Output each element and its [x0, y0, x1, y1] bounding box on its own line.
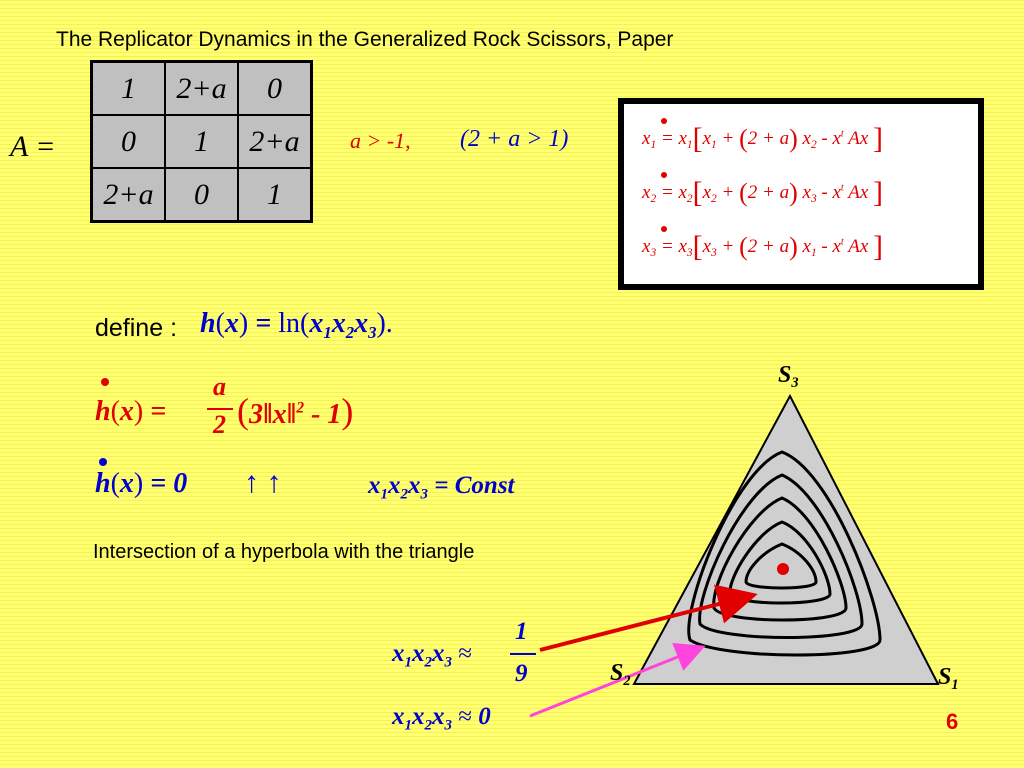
page-number: 6	[946, 709, 959, 734]
annotation-one-ninth: x1x2x3 ≈	[392, 640, 472, 671]
define-word: define :	[95, 314, 178, 342]
hdot-zero-equation: h(x) = 0	[95, 458, 187, 500]
matrix-cell: 2+a	[164, 60, 239, 116]
replicator-equations-box: x1 = x1[x1 + (2 + a) x2 - xt Ax ] x2 = x…	[618, 98, 984, 290]
level-curve	[687, 450, 882, 657]
condition-paren: (2 + a > 1)	[460, 126, 569, 152]
condition-main: a > -1,	[350, 128, 411, 153]
slide-title: The Replicator Dynamics in the Generaliz…	[56, 28, 674, 51]
arrow-one-ninth	[539, 584, 758, 652]
matrix-cell: 0	[164, 167, 239, 223]
fraction-bar	[510, 653, 536, 655]
double-arrow: ↑ ↑	[244, 466, 282, 499]
simplex-triangle	[632, 393, 940, 685]
intersection-note: Intersection of a hyperbola with the tri…	[93, 541, 475, 563]
matrix-cell: 0	[237, 60, 313, 116]
matrix-cell: 1	[237, 167, 313, 223]
interior-equilibrium-dot	[777, 563, 789, 575]
fraction-numerator: 1	[515, 618, 528, 645]
matrix-cell: 2+a	[90, 167, 166, 223]
payoff-matrix: 1 2+a 0 0 1 2+a 2+a 0 1	[90, 60, 313, 223]
equation-3: x3 = x3[x3 + (2 + a) x1 - xt Ax ]	[642, 226, 972, 264]
matrix-cell: 2+a	[237, 114, 313, 169]
vertex-s1-label: S1	[938, 664, 959, 694]
matrix-cell: 0	[90, 114, 166, 169]
level-curve	[698, 473, 864, 639]
matrix-cell: 1	[164, 114, 239, 169]
level-curve	[728, 520, 832, 605]
annotation-zero: x1x2x3 ≈ 0	[392, 703, 491, 734]
level-curve	[712, 496, 848, 622]
define-formula: h(x) = ln(x1x2x3).	[200, 308, 393, 342]
arrow-zero	[529, 642, 706, 718]
hdot-equation: h(x) = a 2 (3‖x‖2 - 1)	[95, 372, 354, 439]
level-curve	[744, 542, 818, 590]
matrix-cell: 1	[90, 60, 166, 116]
equation-2: x2 = x2[x2 + (2 + a) x3 - xt Ax ]	[642, 172, 972, 210]
matrix-label: A =	[10, 130, 56, 163]
const-equation: x1x2x3 = Const	[368, 472, 515, 503]
vertex-s3-label: S3	[778, 362, 799, 392]
level-curves	[687, 450, 882, 657]
equation-1: x1 = x1[x1 + (2 + a) x2 - xt Ax ]	[642, 118, 972, 156]
vertex-s2-label: S2	[610, 660, 631, 690]
fraction-denominator: 9	[515, 660, 528, 687]
